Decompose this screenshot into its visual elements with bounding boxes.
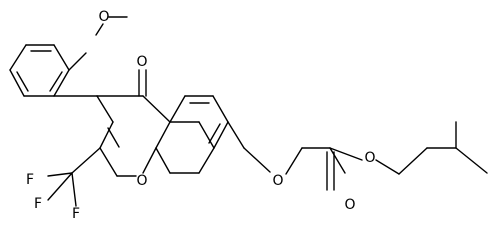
bond — [47, 172, 73, 177]
bond — [198, 121, 215, 149]
fluorine-label-1: F — [26, 172, 34, 188]
bond — [375, 159, 400, 175]
bond — [142, 147, 157, 174]
bond — [155, 147, 171, 174]
bond — [398, 147, 428, 175]
bond — [455, 147, 488, 174]
molecule-drawing: O O O O O O F F F — [9, 9, 488, 222]
bond — [9, 69, 25, 97]
bond — [142, 95, 171, 123]
bond — [68, 52, 87, 71]
bond — [96, 95, 114, 123]
bond — [99, 121, 114, 149]
ring-oxygen-label: O — [136, 173, 147, 189]
bond — [47, 172, 73, 201]
bond — [243, 147, 271, 173]
bond — [16, 71, 29, 92]
atom-label-layer: O O O O O O F F F — [26, 9, 376, 222]
bond — [53, 44, 70, 71]
bond — [9, 44, 27, 71]
carbonyl-oxygen-label: O — [136, 54, 147, 70]
bond — [99, 147, 118, 177]
bond — [95, 23, 104, 36]
ester-carbonyl-oxygen-label: O — [344, 197, 355, 213]
bond — [212, 95, 229, 123]
bond-layer — [9, 16, 488, 207]
bond — [169, 95, 186, 123]
methoxy-oxygen-label: O — [98, 9, 109, 25]
bond — [53, 69, 70, 97]
bond — [198, 147, 215, 174]
bond — [285, 147, 303, 175]
bond — [329, 147, 346, 174]
ester-oxygen-label: O — [364, 150, 375, 166]
bond — [213, 121, 229, 149]
bond — [155, 121, 171, 149]
bond — [49, 71, 63, 92]
bond — [107, 127, 120, 148]
bond — [208, 123, 221, 144]
structure-diagram: O O O O O O F F F — [9, 9, 488, 222]
bond — [329, 147, 363, 161]
fluorine-label-3: F — [72, 206, 80, 222]
bond — [227, 121, 245, 149]
ether-oxygen-label: O — [272, 173, 283, 189]
bond — [71, 147, 101, 174]
bond — [71, 172, 77, 207]
fluorine-label-2: F — [34, 196, 42, 212]
